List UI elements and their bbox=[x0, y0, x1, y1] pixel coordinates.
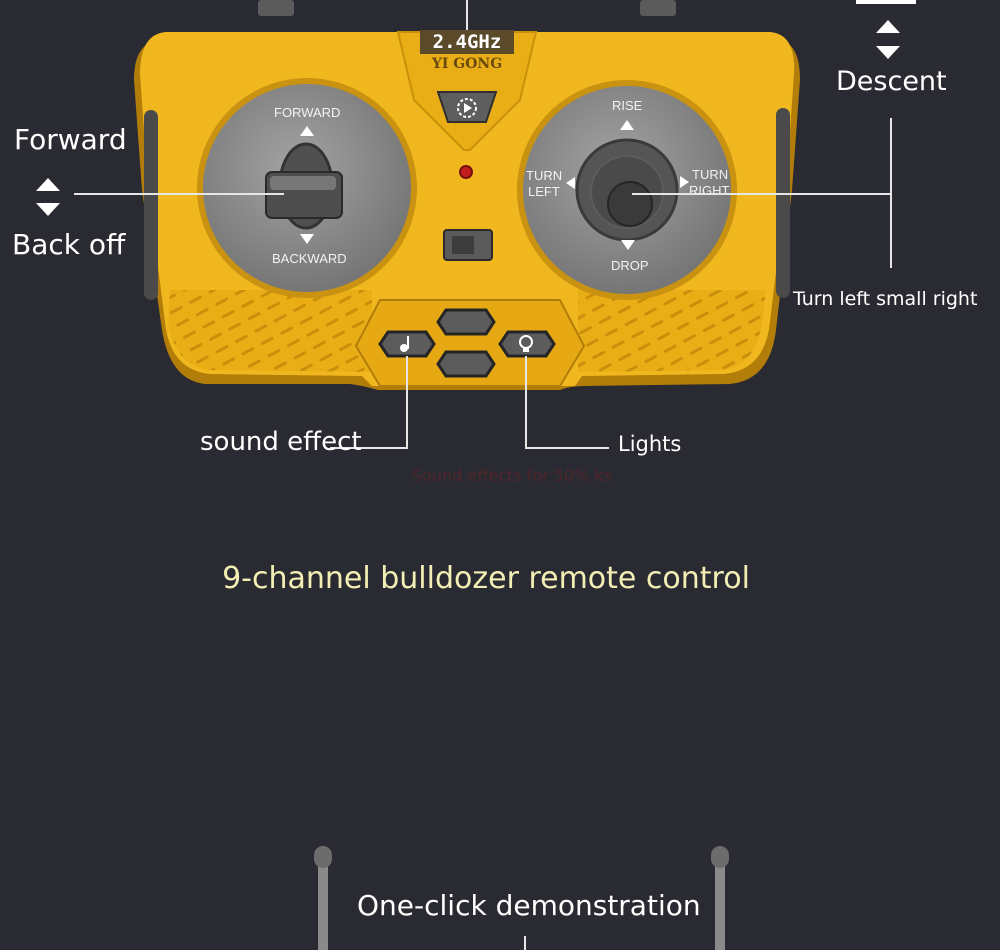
forward-dial-label: FORWARD bbox=[274, 105, 341, 120]
right-stick-knob bbox=[607, 181, 653, 227]
turn-left-arrow-icon bbox=[566, 177, 575, 189]
lights-callout: Lights bbox=[618, 432, 682, 456]
drop-arrow-icon bbox=[621, 240, 635, 250]
gear-play-icon bbox=[457, 98, 477, 118]
lower-antenna-left bbox=[318, 862, 328, 950]
forward-callout-arrow-icon bbox=[36, 178, 60, 191]
drop-dial-label: DROP bbox=[611, 258, 649, 273]
back-off-callout: Back off bbox=[12, 228, 126, 261]
turn-leader-line bbox=[632, 193, 890, 195]
turn-left-dial-label-2: LEFT bbox=[528, 184, 560, 199]
button-cluster-panel bbox=[354, 299, 586, 387]
rise-callout-arrow-icon bbox=[876, 20, 900, 33]
antenna-right bbox=[640, 0, 676, 16]
grip-left bbox=[144, 110, 158, 300]
sound-leader-vertical bbox=[406, 356, 408, 448]
turn-left-dial-label-1: TURN bbox=[526, 168, 563, 183]
one-click-demo-callout: One-click demonstration bbox=[357, 889, 701, 922]
music-note-icon bbox=[400, 336, 409, 352]
descent-callout: Descent bbox=[836, 66, 947, 97]
bulb-icon bbox=[519, 335, 533, 352]
turn-callout: Turn left small right bbox=[793, 288, 978, 310]
power-led bbox=[459, 165, 473, 179]
demo-leader-bottom bbox=[524, 936, 526, 950]
antenna-left bbox=[258, 0, 294, 16]
forward-leader-line bbox=[74, 193, 284, 195]
backward-arrow-icon bbox=[300, 234, 314, 244]
turn-right-dial-label-2: RIGHT bbox=[689, 183, 730, 198]
brand-label: YI GONG bbox=[431, 56, 503, 72]
lights-leader-horizontal bbox=[525, 447, 609, 449]
turn-right-dial-label-1: TURN bbox=[692, 167, 729, 182]
lights-leader-vertical bbox=[525, 356, 527, 448]
turn-right-arrow-icon bbox=[680, 176, 689, 188]
light-button bbox=[498, 330, 556, 358]
sound-leader-horizontal bbox=[330, 447, 408, 449]
descent-leader-vertical bbox=[890, 118, 892, 268]
tread-band-right bbox=[578, 290, 766, 372]
bottom-hex-button bbox=[436, 350, 496, 378]
watermark-text: Sound effects for 50% ks bbox=[412, 466, 613, 485]
grip-right bbox=[776, 108, 790, 298]
rise-dial-label: RISE bbox=[612, 98, 643, 113]
top-hex-button bbox=[436, 308, 496, 336]
sound-effect-callout: sound effect bbox=[200, 427, 362, 457]
back-callout-arrow-icon bbox=[36, 203, 60, 216]
rise-partial-icon bbox=[856, 0, 916, 4]
rise-arrow-icon bbox=[620, 120, 634, 130]
forward-callout: Forward bbox=[14, 123, 127, 156]
section-title: 9-channel bulldozer remote control bbox=[222, 561, 750, 596]
descent-callout-arrow-icon bbox=[876, 46, 900, 59]
frequency-badge: 2.4GHz bbox=[432, 31, 502, 53]
demo-leader-top bbox=[466, 0, 468, 30]
lower-antenna-right bbox=[715, 862, 725, 950]
frequency-badge-bg bbox=[420, 30, 514, 54]
backward-dial-label: BACKWARD bbox=[272, 251, 347, 266]
tread-band bbox=[168, 290, 372, 372]
forward-arrow-icon bbox=[300, 126, 314, 136]
